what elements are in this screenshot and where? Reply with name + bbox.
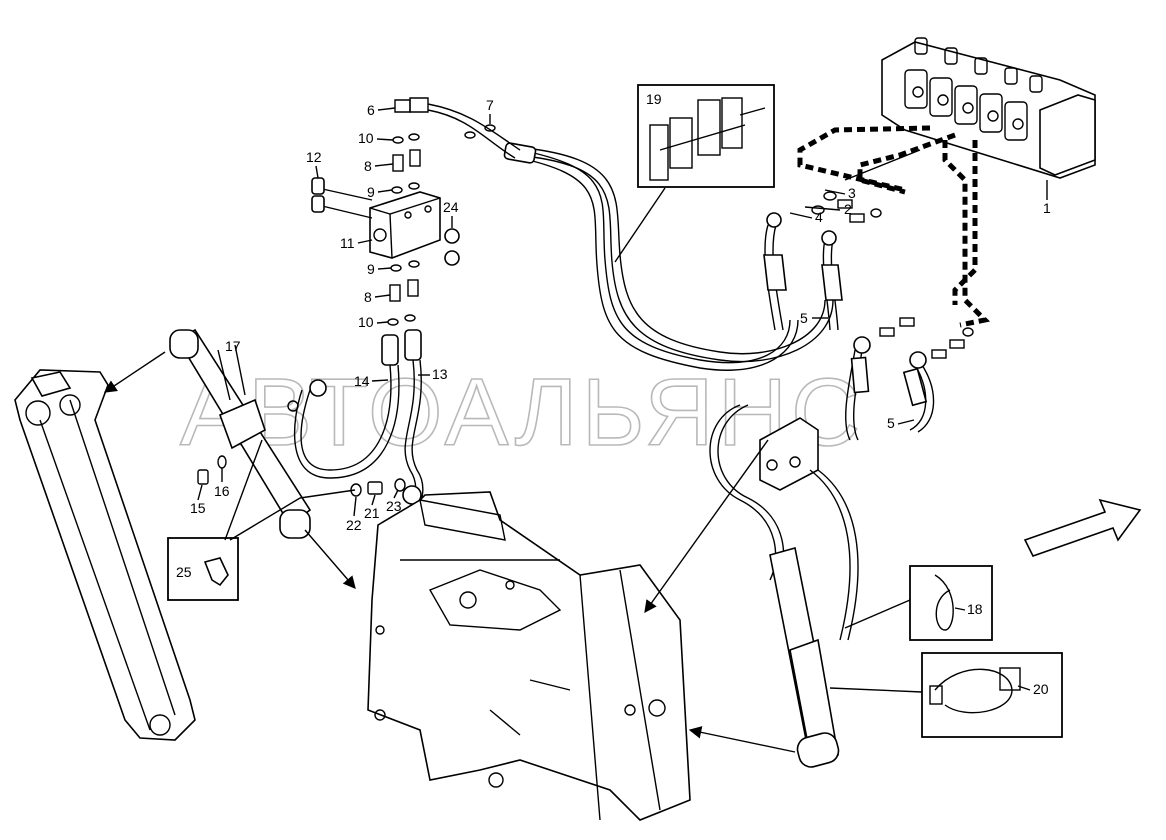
callout-13: 13 (432, 366, 448, 382)
callout-8a: 8 (364, 158, 372, 174)
callout-box-19 (614, 84, 775, 263)
control-valve-assembly (881, 37, 1096, 179)
callout-10a: 10 (358, 130, 374, 146)
callout-5a: 5 (800, 310, 808, 326)
callout-12: 12 (306, 149, 322, 165)
long-hoses (503, 142, 834, 371)
callout-labels: 1 2 3 4 5 5 6 7 8 8 9 9 10 10 11 12 13 1… (176, 91, 1051, 697)
callout-23: 23 (386, 498, 402, 514)
callout-7: 7 (486, 97, 494, 113)
callout-9b: 9 (367, 261, 375, 277)
reference-arrows (103, 149, 921, 753)
callout-4: 4 (815, 209, 823, 225)
callout-3: 3 (848, 185, 856, 201)
callout-1: 1 (1043, 200, 1051, 216)
callout-21: 21 (364, 505, 380, 521)
callout-19: 19 (646, 91, 662, 107)
callout-8b: 8 (364, 289, 372, 305)
callout-24: 24 (443, 199, 459, 215)
callout-box-25 (167, 439, 301, 601)
callout-box-18 (844, 565, 993, 641)
callout-17: 17 (225, 338, 241, 354)
lift-cylinder (169, 328, 312, 539)
tilt-cylinder-assembly (709, 404, 859, 768)
callout-box-20 (829, 652, 1063, 738)
callout-2: 2 (844, 201, 852, 217)
loader-frame (367, 491, 691, 821)
callout-9a: 9 (367, 184, 375, 200)
callout-5b: 5 (887, 415, 895, 431)
manifold-block (311, 97, 521, 326)
callout-18: 18 (967, 601, 983, 617)
callout-16: 16 (214, 483, 230, 499)
boom-arm (14, 369, 196, 741)
callout-22: 22 (346, 517, 362, 533)
pilot-lines (797, 125, 991, 328)
valve-hoses (763, 191, 974, 441)
callout-10b: 10 (358, 314, 374, 330)
callout-11: 11 (340, 235, 355, 251)
callout-6: 6 (367, 102, 375, 118)
direction-arrow-icon (1023, 498, 1142, 557)
callout-14: 14 (354, 373, 370, 389)
callout-25: 25 (176, 564, 192, 580)
callout-20: 20 (1033, 681, 1049, 697)
watermark: АВТОАЛЬЯНС (180, 359, 864, 466)
callout-15: 15 (190, 500, 206, 516)
